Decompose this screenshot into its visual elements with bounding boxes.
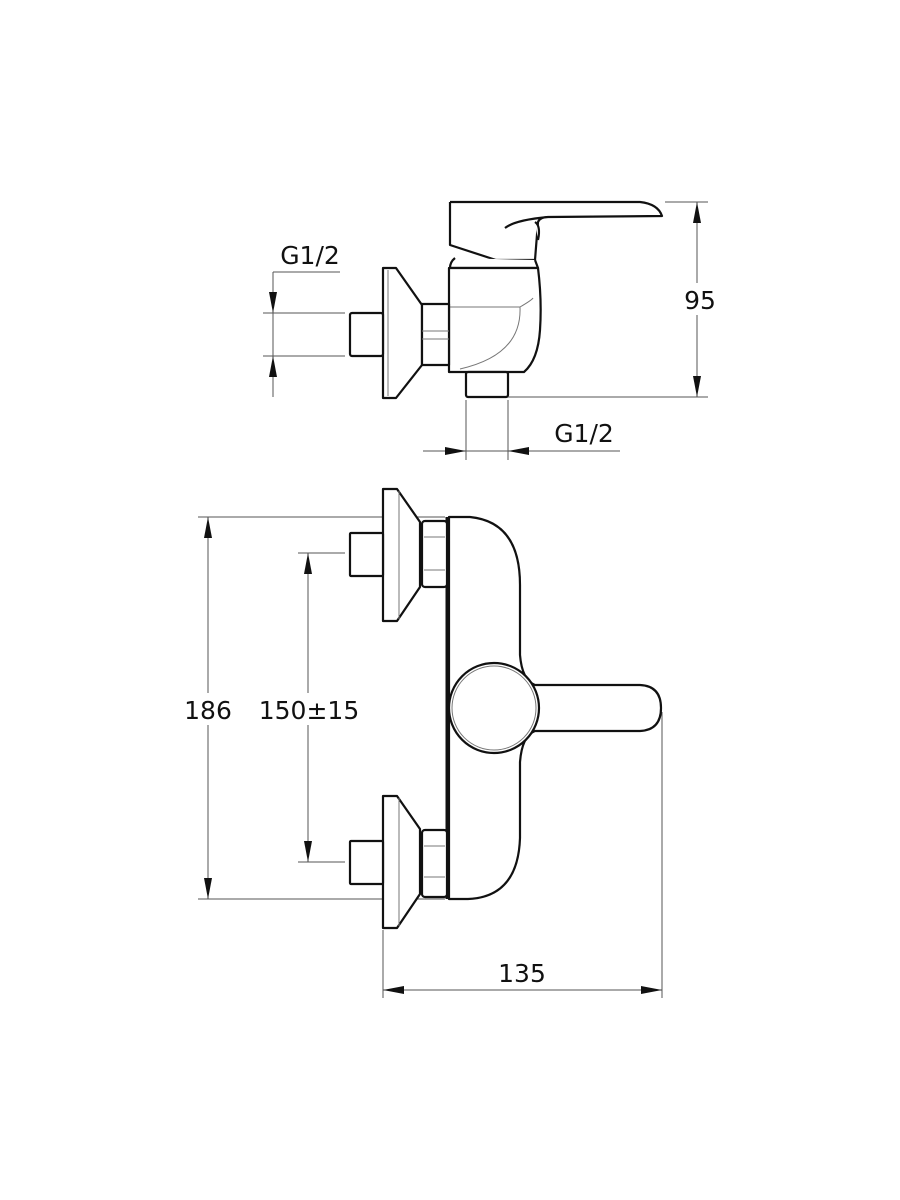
top-inlet bbox=[348, 487, 449, 623]
overall-height-label: 186 bbox=[184, 696, 232, 725]
front-view: 186 150±15 135 bbox=[180, 487, 663, 998]
inlet-spacing-dimension: 150±15 bbox=[258, 553, 360, 862]
inlet-thread-label: G1/2 bbox=[280, 241, 340, 270]
side-view-inlet-stub bbox=[348, 311, 385, 358]
projection-label: 135 bbox=[498, 959, 546, 988]
projection-dimension: 135 bbox=[383, 959, 662, 994]
side-view-outlet bbox=[464, 370, 510, 399]
side-view-flange bbox=[381, 266, 424, 400]
inlet-spacing-label: 150±15 bbox=[259, 696, 359, 725]
side-view-lever bbox=[448, 200, 664, 262]
outlet-thread-label: G1/2 bbox=[554, 419, 614, 448]
side-view: G1/2 95 G1/2 bbox=[263, 200, 720, 460]
front-view-body bbox=[447, 515, 663, 901]
inlet-thread-dimension: G1/2 bbox=[263, 241, 345, 397]
side-view-body bbox=[447, 266, 542, 374]
side-view-nut bbox=[420, 302, 451, 367]
outlet-thread-dimension: G1/2 bbox=[423, 400, 620, 460]
bottom-inlet bbox=[348, 794, 449, 930]
overall-height-dimension: 186 bbox=[180, 517, 236, 899]
height-dimension: 95 bbox=[508, 201, 720, 398]
front-view-lever-hub bbox=[447, 661, 541, 755]
height-label: 95 bbox=[684, 286, 716, 315]
